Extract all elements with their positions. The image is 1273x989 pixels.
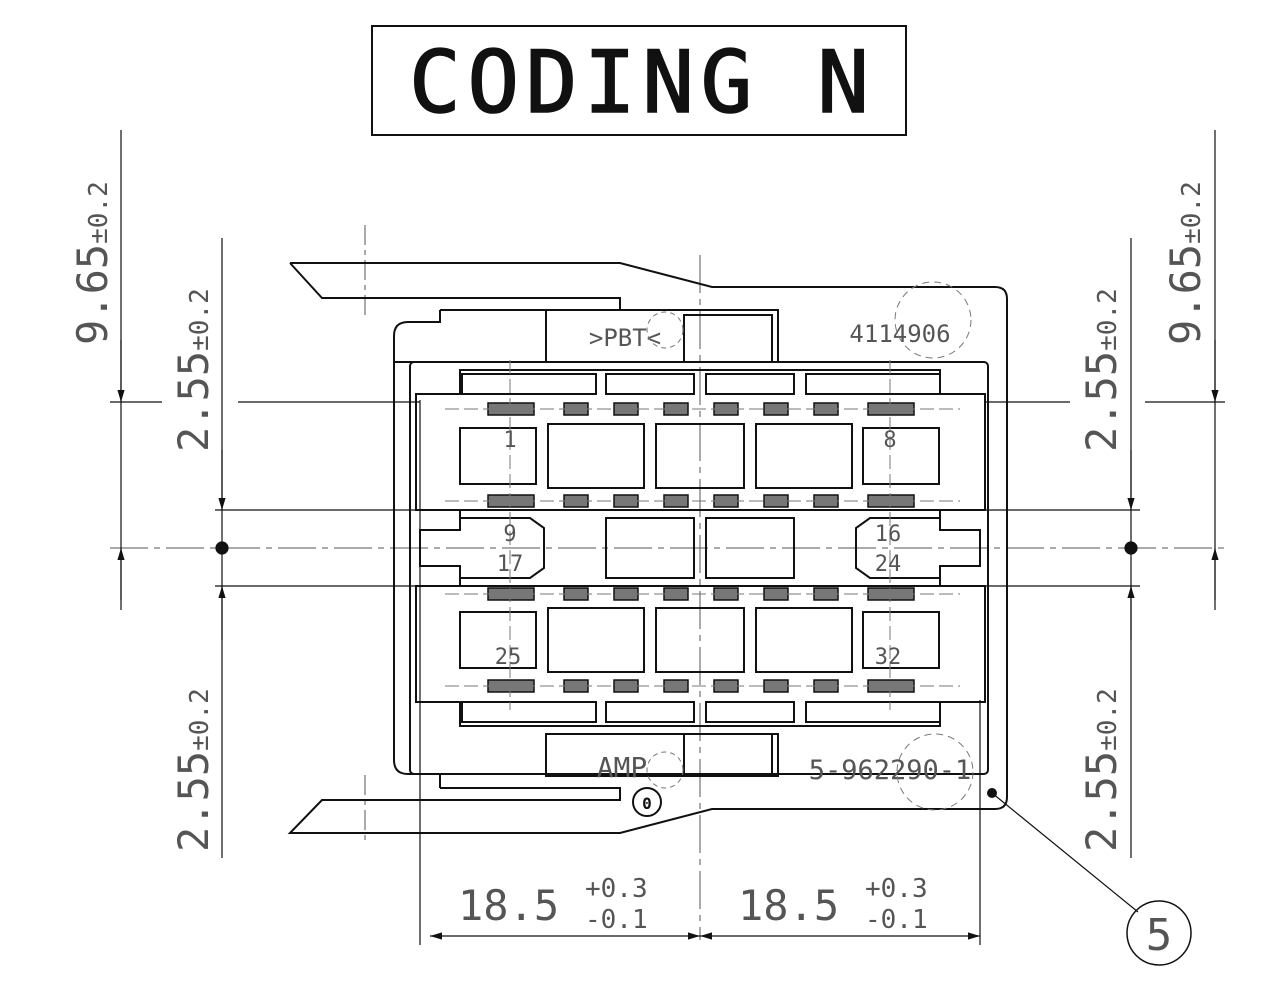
coding-mark-text: 0 (642, 794, 652, 813)
callout-number: 5 (1146, 910, 1173, 961)
coding-mark-circle (632, 787, 662, 817)
pin-label-16: 16 (875, 522, 902, 547)
bottom-dimensions (419, 400, 981, 945)
bottom-left-tol-lower: -0.1 (585, 905, 648, 935)
right-dimensions (985, 130, 1225, 858)
right-outer-dim: 9.65±0.2 (1161, 181, 1210, 345)
bottom-right-dim: 18.5 (738, 881, 839, 930)
bottom-part-number: 5-962290-1 (809, 755, 972, 786)
pin-label-25: 25 (495, 645, 522, 670)
contact-centerlines (445, 360, 960, 710)
bottom-right-tol-upper: +0.3 (865, 874, 928, 904)
bottom-left-tol-upper: +0.3 (585, 874, 648, 904)
bottom-left-dim: 18.5 (458, 881, 559, 930)
callout-5: 5 (987, 788, 1192, 966)
bottom-dimension-texts: 18.5 +0.3 -0.1 18.5 +0.3 -0.1 (458, 874, 928, 935)
pin-label-24: 24 (875, 552, 902, 577)
pin-label-1: 1 (503, 428, 516, 453)
pin-label-9: 9 (503, 522, 516, 547)
left-upper-dim: 2.55±0.2 (169, 288, 218, 452)
pin-labels: 1 8 9 16 17 24 25 32 (495, 428, 902, 670)
bottom-right-tol-lower: -0.1 (865, 905, 928, 935)
pin-label-32: 32 (875, 645, 902, 670)
title-text: CODING N (409, 33, 869, 133)
left-dimensions (110, 130, 420, 858)
pin-label-8: 8 (883, 428, 896, 453)
pin-label-17: 17 (497, 552, 524, 577)
material-marking: >PBT< (589, 324, 661, 352)
right-lower-dim: 2.55±0.2 (1077, 688, 1126, 852)
left-outer-dim: 9.65±0.2 (68, 181, 117, 345)
connector-housing (287, 262, 1008, 834)
left-lower-dim: 2.55±0.2 (169, 688, 218, 852)
left-dimension-texts: 9.65±0.2 2.55±0.2 2.55±0.2 (68, 181, 218, 852)
title-block: CODING N (371, 25, 907, 136)
brand-marking: AMP (597, 751, 648, 784)
housing-markings: >PBT< 4114906 AMP 5-962290-1 0 (589, 281, 974, 817)
top-part-number: 4114906 (849, 320, 950, 348)
right-upper-dim: 2.55±0.2 (1077, 288, 1126, 452)
center-lines (110, 225, 1225, 940)
right-dimension-texts: 9.65±0.2 2.55±0.2 2.55±0.2 (1077, 181, 1210, 852)
